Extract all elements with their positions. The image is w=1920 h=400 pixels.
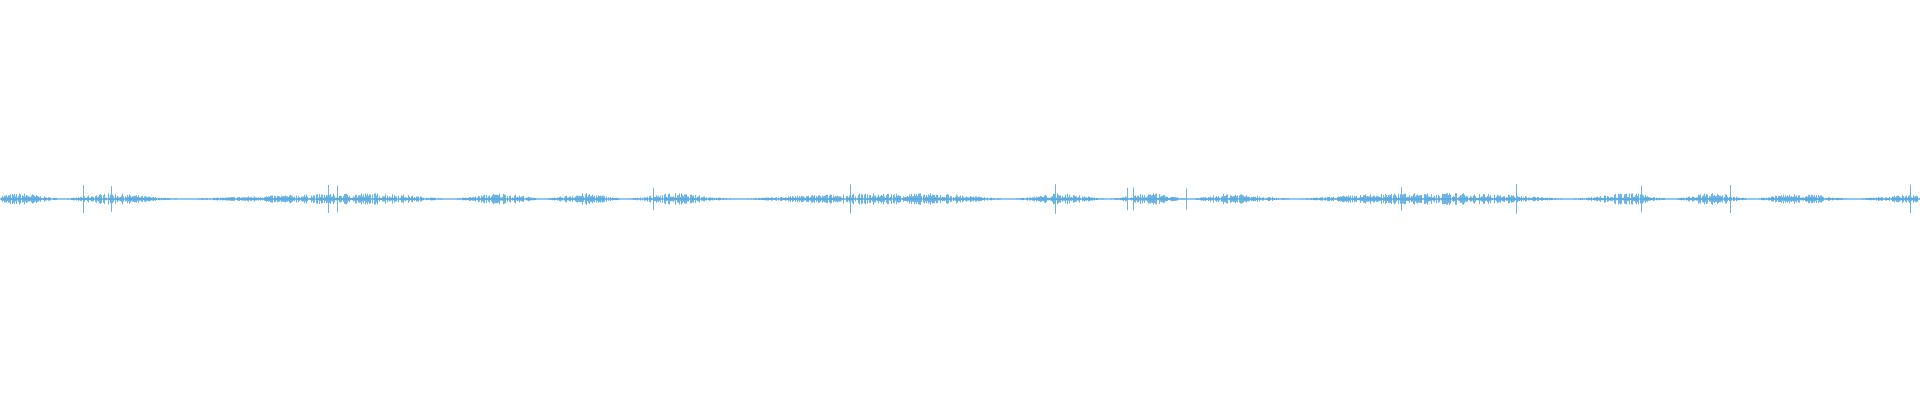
waveform-samples: [0, 184, 1920, 214]
waveform-trace: [0, 184, 1920, 214]
